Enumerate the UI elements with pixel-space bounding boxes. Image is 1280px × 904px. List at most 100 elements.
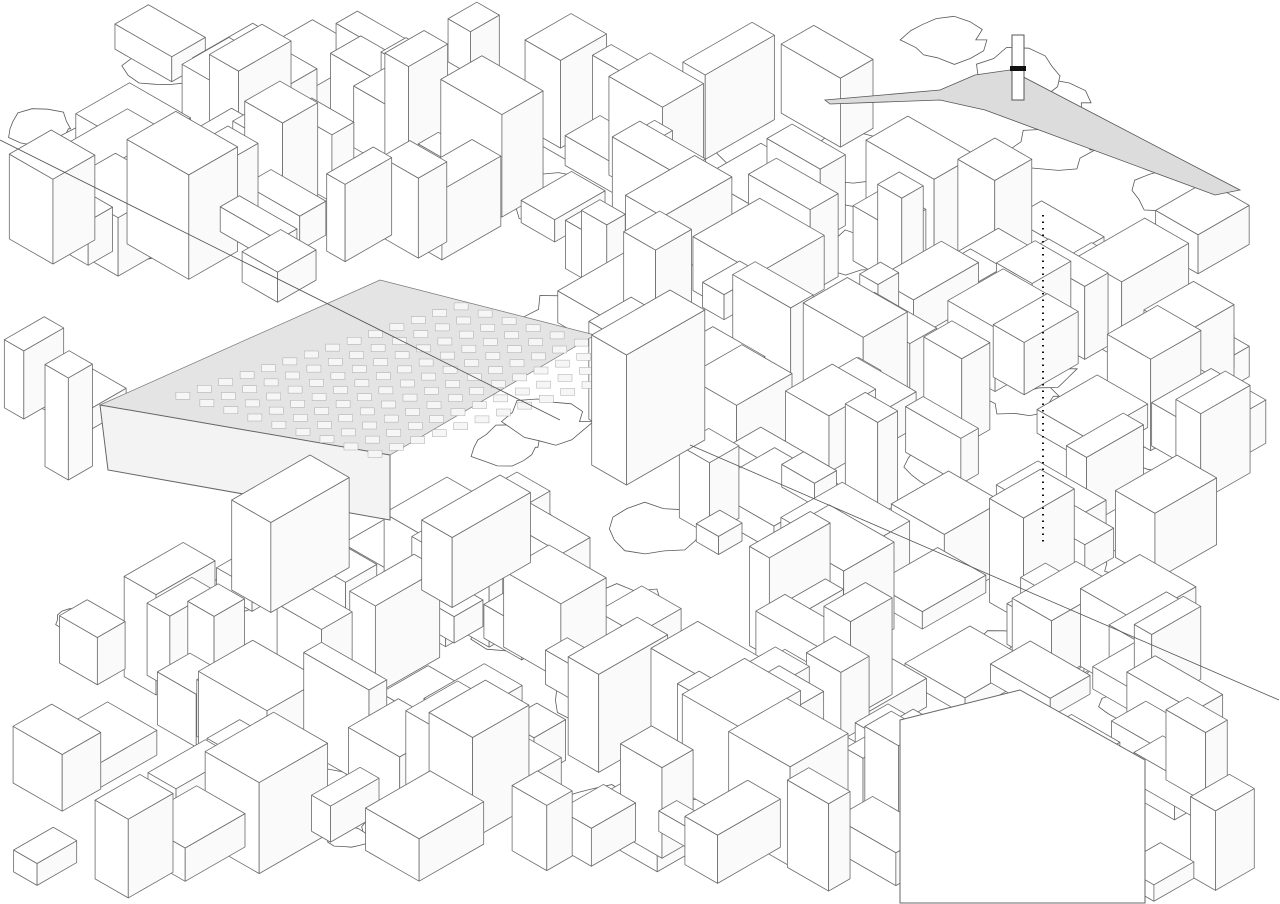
- street-lines: [0, 139, 1280, 701]
- solar-panel: [349, 351, 364, 359]
- building-roof: [440, 55, 544, 115]
- building-roof: [209, 23, 292, 72]
- building-roof: [785, 363, 877, 417]
- building-roof: [786, 767, 851, 805]
- solar-panel: [461, 345, 477, 353]
- solar-panel: [199, 399, 215, 407]
- building-roof: [94, 774, 174, 820]
- solar-panel: [533, 366, 549, 375]
- building-roof: [806, 636, 870, 673]
- solar-panel: [445, 380, 460, 388]
- building: [326, 146, 393, 263]
- building-roof: [1133, 595, 1202, 635]
- building-roof: [623, 210, 692, 251]
- building: [13, 826, 78, 886]
- solar-panel: [370, 344, 386, 352]
- building-roof: [13, 826, 78, 864]
- solar-panel: [261, 364, 276, 372]
- solar-panel: [437, 337, 453, 346]
- building-roof: [567, 616, 669, 675]
- solar-panel: [509, 359, 525, 367]
- building-roof: [311, 766, 380, 807]
- building-roof: [1165, 696, 1228, 733]
- building-roof: [187, 583, 245, 617]
- solar-panel: [525, 324, 541, 332]
- building-roof: [59, 599, 126, 638]
- building-roof: [244, 80, 319, 124]
- solar-panel: [386, 429, 401, 437]
- building-roof: [728, 697, 849, 768]
- solar-panel: [440, 351, 455, 360]
- building-roof: [904, 625, 1031, 699]
- building-face: [67, 363, 93, 481]
- solar-panel: [416, 344, 431, 353]
- building-roof: [581, 199, 626, 226]
- solar-panel: [477, 309, 493, 318]
- building-roof: [732, 261, 814, 309]
- building-roof: [957, 137, 1033, 181]
- building: [1190, 773, 1255, 891]
- building-roof: [748, 157, 839, 211]
- building-roof: [326, 146, 393, 185]
- solar-panel: [325, 343, 340, 352]
- solar-panel: [512, 373, 527, 382]
- building: [992, 293, 1079, 396]
- building-roof: [114, 4, 206, 58]
- market-hall: [98, 279, 706, 613]
- building-roof: [923, 320, 991, 360]
- solar-panel: [317, 421, 332, 429]
- building-roof: [1065, 412, 1144, 458]
- building-roof: [1115, 454, 1217, 514]
- building-roof: [877, 171, 924, 199]
- building-face: [417, 161, 448, 259]
- solar-panel: [491, 380, 506, 388]
- solar-panel: [295, 428, 311, 436]
- solar-panel: [442, 366, 458, 374]
- solar-panel: [480, 324, 495, 332]
- building-roof: [3, 316, 65, 352]
- building: [905, 396, 979, 485]
- building-roof: [511, 770, 573, 806]
- solar-panel: [557, 374, 573, 382]
- street-line: [689, 444, 1280, 701]
- building-roof: [865, 115, 977, 180]
- solar-panel: [450, 408, 466, 416]
- building: [365, 770, 485, 882]
- building-roof: [198, 639, 322, 712]
- solar-panel: [343, 442, 359, 451]
- building-roof: [558, 784, 636, 829]
- solar-panel: [266, 392, 281, 401]
- solar-panel: [453, 422, 468, 430]
- solar-panel: [346, 337, 362, 345]
- building: [44, 350, 93, 481]
- solar-panel: [453, 302, 469, 311]
- building: [94, 774, 174, 899]
- building-face: [828, 791, 851, 892]
- building-roof: [875, 240, 979, 301]
- building-face: [591, 334, 627, 486]
- building: [684, 779, 781, 884]
- station-marker: [1010, 66, 1026, 71]
- solar-panel: [175, 392, 191, 400]
- building: [695, 509, 743, 555]
- building-roof: [682, 21, 775, 76]
- solar-panel: [493, 394, 508, 403]
- building-roof: [905, 396, 979, 439]
- solar-panel: [221, 392, 236, 400]
- solar-panel: [469, 387, 484, 395]
- building: [8, 129, 96, 265]
- solar-panel: [402, 393, 418, 402]
- solar-panel: [218, 378, 233, 386]
- solar-panel: [405, 408, 420, 416]
- solar-panel: [411, 316, 426, 324]
- residential-block: [421, 474, 531, 608]
- building-roof: [823, 582, 893, 623]
- solar-panel: [528, 338, 543, 346]
- building-roof: [890, 470, 1002, 535]
- building-roof: [520, 171, 606, 221]
- solar-panel: [239, 371, 255, 379]
- building-face: [326, 173, 346, 263]
- building-roof: [365, 770, 485, 840]
